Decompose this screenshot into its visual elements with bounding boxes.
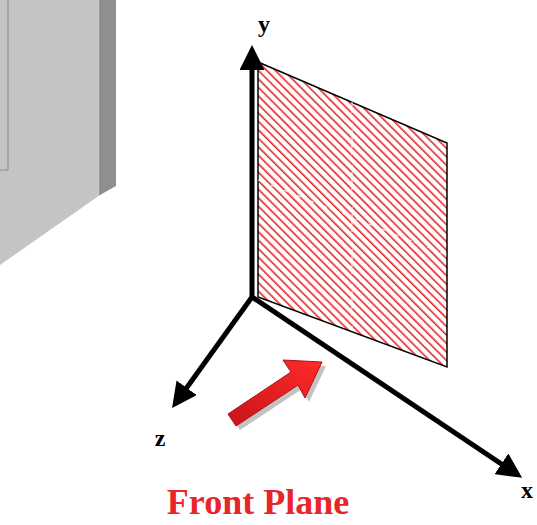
axes	[175, 50, 518, 475]
plane-caption: Front Plane	[167, 484, 349, 520]
grey-slab	[0, 0, 116, 265]
view-arrow	[228, 360, 326, 430]
axis-label: y	[258, 12, 270, 36]
axis-label: z	[155, 426, 166, 450]
axis-label: x	[521, 478, 533, 502]
